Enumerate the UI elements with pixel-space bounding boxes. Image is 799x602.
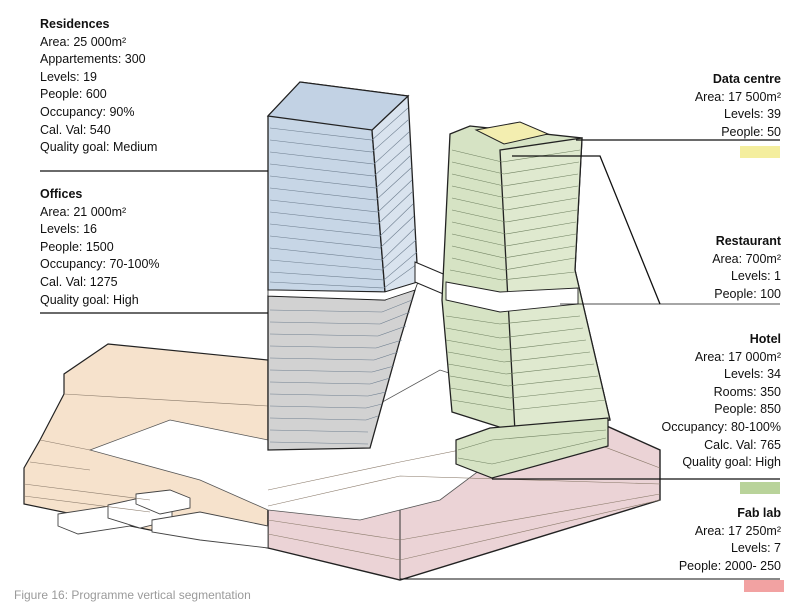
- fab-lab-people: People: 2000- 250: [679, 558, 781, 576]
- fab-lab-title: Fab lab: [679, 505, 781, 523]
- restaurant-title: Restaurant: [712, 233, 781, 251]
- figure-caption: Figure 16: Programme vertical segmentati…: [14, 588, 251, 602]
- residences-quality-goal: Quality goal: Medium: [40, 139, 157, 157]
- restaurant-area: Area: 700m²: [712, 251, 781, 269]
- hotel-title: Hotel: [661, 331, 781, 349]
- residences-people: People: 600: [40, 86, 157, 104]
- fab-lab-levels: Levels: 7: [679, 540, 781, 558]
- offices-cal-val: Cal. Val: 1275: [40, 274, 160, 292]
- offices-title: Offices: [40, 186, 160, 204]
- offices-quality-goal: Quality goal: High: [40, 292, 160, 310]
- data-centre-title: Data centre: [695, 71, 781, 89]
- hotel-swatch: [740, 482, 780, 494]
- residences-occupancy: Occupancy: 90%: [40, 104, 157, 122]
- residences-appartements: Appartements: 300: [40, 51, 157, 69]
- fab-lab-info: Fab lab Area: 17 250m² Levels: 7 People:…: [679, 505, 781, 575]
- offices-area: Area: 21 000m²: [40, 204, 160, 222]
- hotel-levels: Levels: 34: [661, 366, 781, 384]
- offices-occupancy: Occupancy: 70-100%: [40, 256, 160, 274]
- residences-levels: Levels: 19: [40, 69, 157, 87]
- data-centre-info: Data centre Area: 17 500m² Levels: 39 Pe…: [695, 71, 781, 141]
- hotel-area: Area: 17 000m²: [661, 349, 781, 367]
- data-centre-people: People: 50: [695, 124, 781, 142]
- fab-lab-swatch: [744, 580, 784, 592]
- residences-info: Residences Area: 25 000m² Appartements: …: [40, 16, 157, 157]
- hotel-occupancy: Occupancy: 80-100%: [661, 419, 781, 437]
- hotel-info: Hotel Area: 17 000m² Levels: 34 Rooms: 3…: [661, 331, 781, 472]
- restaurant-people: People: 100: [712, 286, 781, 304]
- offices-info: Offices Area: 21 000m² Levels: 16 People…: [40, 186, 160, 309]
- restaurant-info: Restaurant Area: 700m² Levels: 1 People:…: [712, 233, 781, 303]
- hotel-calc-val: Calc. Val: 765: [661, 437, 781, 455]
- hotel-tower-side: [500, 138, 610, 432]
- hotel-rooms: Rooms: 350: [661, 384, 781, 402]
- data-centre-swatch: [740, 146, 780, 158]
- data-centre-area: Area: 17 500m²: [695, 89, 781, 107]
- hotel-people: People: 850: [661, 401, 781, 419]
- residences-cal-val: Cal. Val: 540: [40, 122, 157, 140]
- residences-area: Area: 25 000m²: [40, 34, 157, 52]
- offices-people: People: 1500: [40, 239, 160, 257]
- hotel-quality-goal: Quality goal: High: [661, 454, 781, 472]
- residences-title: Residences: [40, 16, 157, 34]
- data-centre-levels: Levels: 39: [695, 106, 781, 124]
- restaurant-levels: Levels: 1: [712, 268, 781, 286]
- fab-lab-area: Area: 17 250m²: [679, 523, 781, 541]
- offices-levels: Levels: 16: [40, 221, 160, 239]
